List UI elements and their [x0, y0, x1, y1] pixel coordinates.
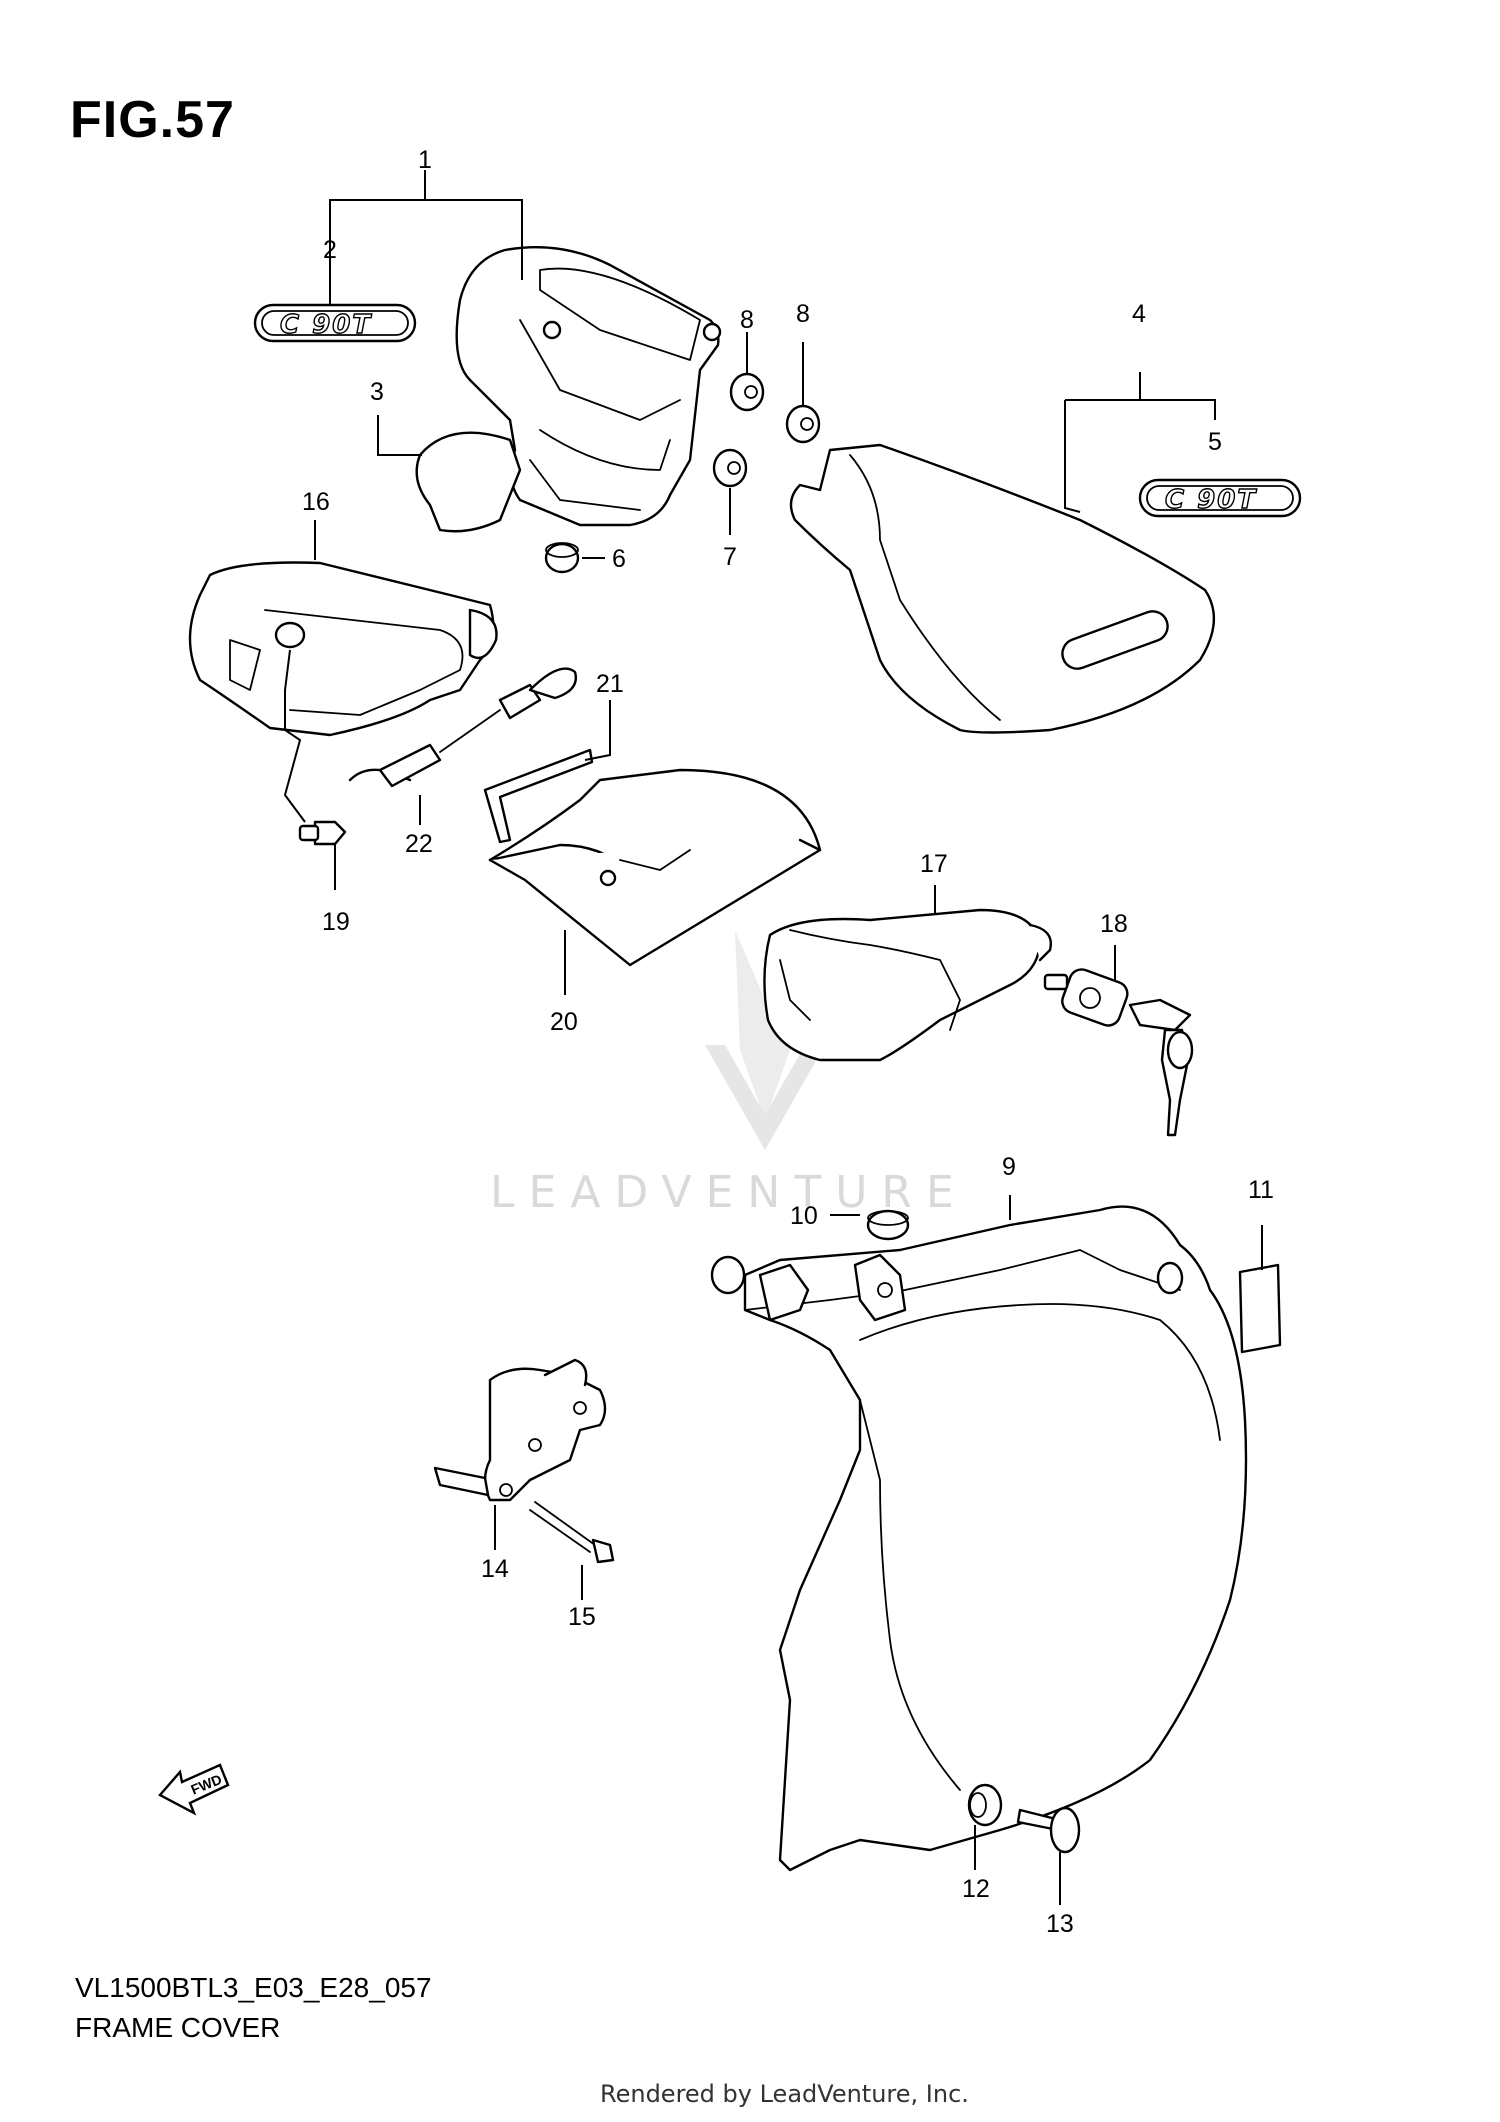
emblem-5-text: C 90T: [1165, 485, 1257, 515]
part-9-large-cover: [743, 1205, 1248, 1872]
model-code: VL1500BTL3_E03_E28_057: [75, 1972, 432, 2003]
watermark-text: LEADVENTURE: [490, 1167, 968, 1218]
callout-19: 19: [322, 908, 350, 936]
part-17-case: [763, 908, 1052, 1062]
callout-5: 5: [1208, 428, 1222, 456]
part-15-bolt: [529, 1501, 615, 1564]
part-21-rod: [483, 748, 594, 844]
part-2-emblem: C 90T: [253, 303, 417, 343]
callout-6: 6: [612, 545, 626, 573]
fwd-arrow-icon: FWD: [158, 1763, 230, 1816]
figure-name: FRAME COVER: [75, 2012, 281, 2043]
leader-19: [283, 649, 306, 823]
callout-3: 3: [370, 378, 384, 406]
callout-18: 18: [1100, 910, 1128, 938]
part-5-emblem: C 90T: [1138, 478, 1302, 518]
part-18-lock: [1043, 968, 1194, 1137]
part-19-bolt: [298, 820, 347, 846]
part-16-box: [188, 561, 498, 737]
callout-2: 2: [323, 236, 337, 264]
callout-4: 4: [1132, 300, 1146, 328]
part-3-seal: [415, 431, 522, 533]
part-20-tray: [488, 768, 822, 967]
callout-1: 1: [418, 146, 432, 174]
callout-12: 12: [962, 1875, 990, 1903]
callout-11: 11: [1248, 1176, 1274, 1204]
callout-9: 9: [1002, 1153, 1016, 1181]
figure-title: FIG.57: [70, 91, 235, 149]
callout-22: 22: [405, 830, 433, 858]
callout-labels: 1 2 3 4 5 6 7 8 8 9 10 11 12 13 14 15 16…: [302, 146, 1274, 1938]
callout-20: 20: [550, 1008, 578, 1036]
part-1-cover: [455, 245, 722, 527]
callout-14: 14: [481, 1555, 509, 1583]
part-10-grommet: [866, 1209, 910, 1241]
leader-lines: [314, 170, 1263, 1905]
callout-10: 10: [790, 1202, 818, 1230]
callout-21: 21: [596, 670, 624, 698]
callout-7: 7: [723, 543, 737, 571]
part-11-label: [1238, 1263, 1282, 1354]
part-12-grommet: [967, 1783, 1003, 1827]
callout-15: 15: [568, 1603, 596, 1631]
part-13-screw: [1016, 1806, 1081, 1854]
part-14-bracket: [433, 1358, 607, 1502]
callout-16: 16: [302, 488, 330, 516]
part-22-cable: [348, 667, 577, 788]
emblem-2-text: C 90T: [280, 310, 372, 340]
callout-8a: 8: [740, 306, 754, 334]
callout-8b: 8: [796, 300, 810, 328]
callout-13: 13: [1046, 1910, 1074, 1938]
part-4-side-cover: [789, 443, 1216, 734]
callout-17: 17: [920, 850, 948, 878]
rendered-by-footer: Rendered by LeadVenture, Inc.: [600, 2080, 969, 2108]
grommet-left: [710, 1255, 746, 1295]
